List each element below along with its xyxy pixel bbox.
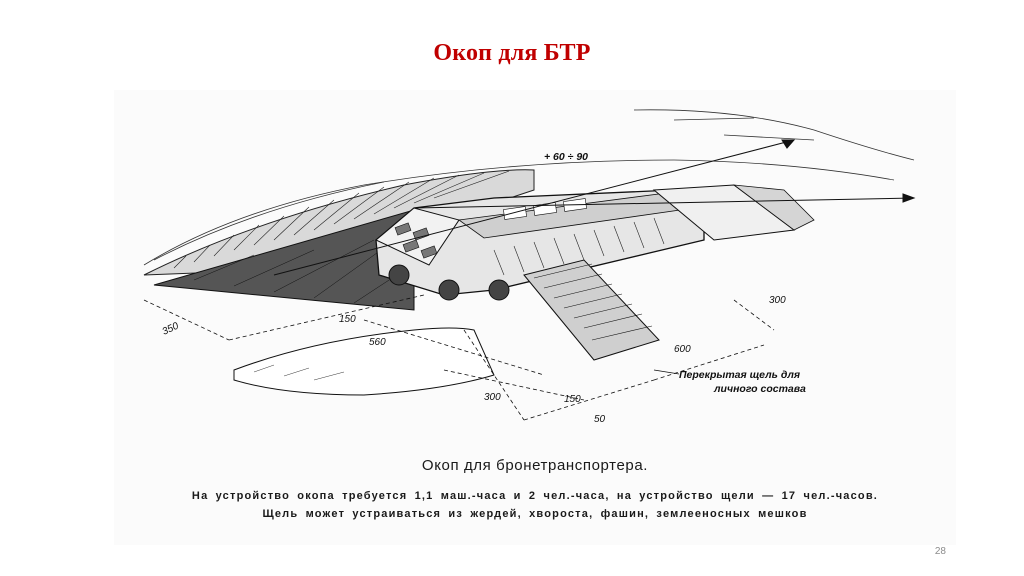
page-number: 28 bbox=[934, 546, 946, 557]
trench-drawing: + 60 ÷ 90 350 150 560 300 600 300 150 50… bbox=[143, 109, 916, 425]
dim-600: 600 bbox=[674, 344, 691, 355]
dim-300-bottom: 300 bbox=[484, 392, 501, 403]
slit-annotation-line2: личного состава bbox=[713, 383, 806, 395]
covered-slit bbox=[523, 184, 815, 361]
figure-caption-line2: Щель может устраиваться из жердей, хворо… bbox=[262, 508, 808, 520]
figure-caption-title: Окоп для бронетранспортера. bbox=[421, 457, 649, 474]
dimension-lines bbox=[143, 294, 775, 421]
ground-hatching bbox=[143, 109, 915, 266]
dim-350: 350 bbox=[161, 321, 181, 338]
dim-300-right: 300 bbox=[769, 295, 786, 306]
firing-angle-label: + 60 ÷ 90 bbox=[544, 151, 588, 163]
figure-caption-line1: На устройство окопа требуется 1,1 маш.-ч… bbox=[191, 490, 879, 502]
dim-560: 560 bbox=[369, 337, 386, 348]
front-parapet bbox=[233, 327, 495, 396]
trench-illustration: + 60 ÷ 90 350 150 560 300 600 300 150 50… bbox=[114, 90, 956, 545]
sight-lines bbox=[273, 139, 916, 276]
dim-50: 50 bbox=[594, 414, 606, 425]
slit-annotation-line1: Перекрытая щель для bbox=[679, 369, 800, 381]
dim-150-bottom: 150 bbox=[564, 394, 581, 405]
dim-150-top: 150 bbox=[339, 314, 356, 325]
left-parapet bbox=[143, 169, 535, 276]
slide-title: Окоп для БТР bbox=[433, 40, 591, 66]
slit-annotation-leader bbox=[653, 369, 680, 375]
